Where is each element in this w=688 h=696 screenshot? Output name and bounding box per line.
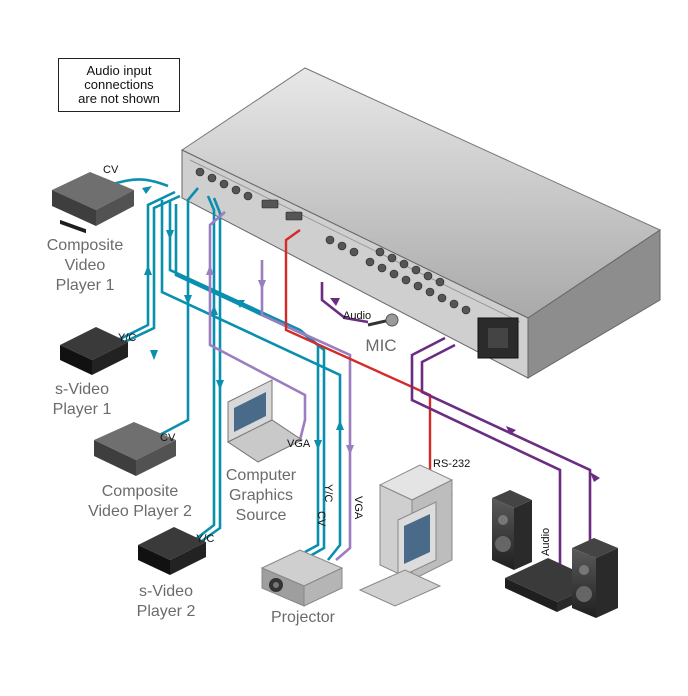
vga-arrows xyxy=(206,265,354,455)
yc-cable-2b xyxy=(191,197,222,550)
yc-tag-2: Y/C xyxy=(196,533,215,545)
audio-out-cable-1 xyxy=(410,336,562,572)
flow-arrows xyxy=(142,186,344,450)
vga-laptop-tag: VGA xyxy=(287,438,311,450)
note-line-1: Audio input xyxy=(86,63,152,78)
yc-cable-2 xyxy=(187,195,216,547)
computer-graphics-label: Computer Graphics Source xyxy=(225,467,297,524)
output-cv-cable xyxy=(160,200,342,561)
mic-label: MIC xyxy=(365,336,397,355)
cv-cable-2 xyxy=(149,187,199,442)
note-line-2: connections xyxy=(84,77,154,92)
switcher-unit xyxy=(180,67,662,379)
cv-tag-1: CV xyxy=(103,164,119,176)
composite-player-1-device xyxy=(52,172,134,234)
rs232-tag: RS-232 xyxy=(433,458,471,470)
yc-cable-1b xyxy=(111,194,181,350)
yc-tag-1: Y/C xyxy=(118,332,137,344)
projector-device xyxy=(260,549,344,607)
composite-player-2-device xyxy=(94,422,176,476)
vga-cables xyxy=(208,211,352,561)
audio-arrows xyxy=(330,298,600,482)
audio-cables xyxy=(320,282,592,572)
note-line-3: are not shown xyxy=(78,91,160,106)
yc-projector-tag: Y/C xyxy=(322,484,334,503)
audio-out-tag: Audio xyxy=(540,527,552,556)
cv-tag-2: CV xyxy=(160,432,176,444)
projector-label: Projector xyxy=(270,609,336,626)
pc-device xyxy=(358,464,454,607)
microphone-device xyxy=(367,313,399,327)
vga-projector-cable xyxy=(260,260,352,561)
audio-system-device xyxy=(492,490,618,618)
audio-out-cable-2 xyxy=(420,343,592,572)
svideo-player-1-label: s-Video Player 1 xyxy=(52,381,112,418)
audio-mic-tag: Audio xyxy=(343,310,372,322)
cv-projector-tag: CV xyxy=(315,511,327,527)
svideo-player-2-device xyxy=(138,527,206,575)
svideo-player-2-label: s-Video Player 2 xyxy=(136,583,196,620)
vga-laptop-cable xyxy=(208,211,307,441)
vga-projector-tag: VGA xyxy=(352,496,364,520)
svideo-player-1-device xyxy=(60,327,128,375)
composite-player-2-label: Composite Video Player 2 xyxy=(88,483,192,520)
mic-audio-cable xyxy=(320,282,369,324)
laptop-device xyxy=(227,379,303,463)
composite-player-1-label: Composite Video Player 1 xyxy=(46,237,124,294)
note-box: Audio input connections are not shown xyxy=(58,58,180,112)
